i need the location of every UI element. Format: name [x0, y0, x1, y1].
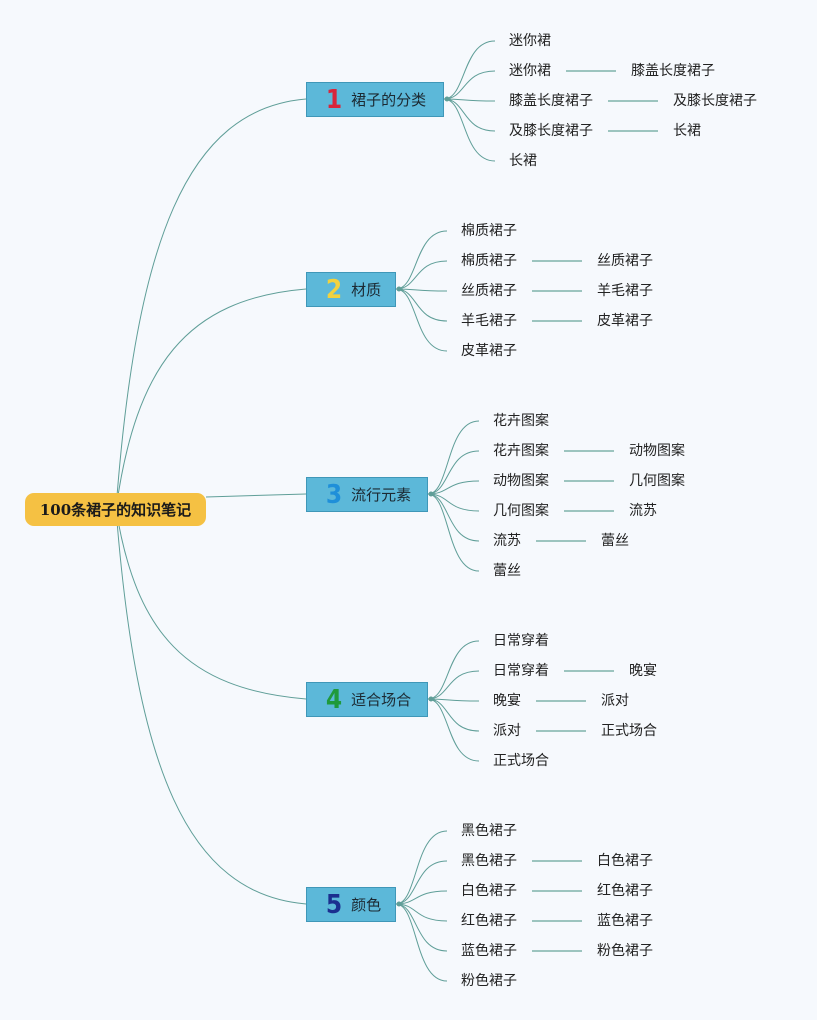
- leaf-node[interactable]: 动物图案: [493, 473, 549, 489]
- leaf-node[interactable]: 花卉图案: [493, 413, 549, 429]
- branch-leaf-connector: [395, 230, 448, 290]
- branch-joint-dot: [396, 901, 402, 907]
- number-badge-2: 2: [325, 274, 343, 305]
- leaf-node[interactable]: 棉质裙子: [461, 223, 517, 239]
- leaf-node[interactable]: 及膝长度裙子: [509, 123, 593, 139]
- leaf-node[interactable]: 羊毛裙子: [461, 313, 517, 329]
- branch-leaf-connector: [427, 420, 480, 495]
- leaf-node[interactable]: 花卉图案: [493, 443, 549, 459]
- leaf-node[interactable]: 黑色裙子: [461, 823, 517, 839]
- branch-leaf-connector: [395, 860, 448, 905]
- branch-joint-dot: [428, 696, 434, 702]
- branch-leaf-connector: [427, 640, 480, 700]
- next-leaf-node[interactable]: 派对: [601, 693, 629, 709]
- branch-label: 流行元素: [351, 486, 412, 504]
- branch-leaf-connector: [427, 493, 480, 542]
- number-badge-4: 4: [325, 684, 343, 715]
- next-leaf-node[interactable]: 及膝长度裙子: [673, 93, 757, 109]
- next-leaf-node[interactable]: 粉色裙子: [597, 943, 653, 959]
- next-leaf-node[interactable]: 几何图案: [629, 473, 685, 489]
- next-leaf-node[interactable]: 长裙: [673, 123, 701, 139]
- leaf-node[interactable]: 丝质裙子: [461, 283, 517, 299]
- next-leaf-node[interactable]: 丝质裙子: [597, 253, 653, 269]
- branch-leaf-connector: [427, 493, 480, 572]
- leaf-node[interactable]: 红色裙子: [461, 913, 517, 929]
- leaf-node[interactable]: 几何图案: [493, 503, 549, 519]
- root-branch-connector: [205, 493, 307, 498]
- branch-label: 适合场合: [351, 691, 412, 709]
- branch-leaf-connector: [395, 903, 448, 952]
- branch-node-5[interactable]: 5 颜色: [306, 887, 396, 922]
- branch-leaf-connector: [443, 40, 496, 100]
- branch-joint-dot: [428, 491, 434, 497]
- root-branch-connector: [115, 508, 307, 905]
- branch-label: 材质: [351, 281, 382, 299]
- branch-leaf-connector: [443, 98, 496, 132]
- branch-leaf-connector: [427, 698, 480, 732]
- next-leaf-node[interactable]: 动物图案: [629, 443, 685, 459]
- number-badge-3: 3: [325, 479, 343, 510]
- root-title: 100条裙子的知识笔记: [39, 501, 192, 519]
- branch-label: 裙子的分类: [351, 91, 427, 109]
- leaf-node[interactable]: 蕾丝: [493, 563, 521, 579]
- branch-leaf-connector: [427, 670, 480, 700]
- leaf-node[interactable]: 流苏: [493, 533, 521, 549]
- branch-leaf-connector: [395, 288, 448, 352]
- leaf-node[interactable]: 派对: [493, 723, 521, 739]
- branch-leaf-connector: [427, 450, 480, 495]
- branch-node-3[interactable]: 3 流行元素: [306, 477, 428, 512]
- next-leaf-node[interactable]: 白色裙子: [597, 853, 653, 869]
- branch-node-2[interactable]: 2 材质: [306, 272, 396, 307]
- branch-leaf-connector: [427, 698, 480, 762]
- leaf-node[interactable]: 蓝色裙子: [461, 943, 517, 959]
- root-branch-connector: [115, 288, 307, 510]
- branch-leaf-connector: [443, 98, 496, 162]
- next-leaf-node[interactable]: 流苏: [629, 503, 657, 519]
- next-leaf-node[interactable]: 膝盖长度裙子: [631, 63, 715, 79]
- leaf-node[interactable]: 日常穿着: [493, 663, 549, 679]
- branch-node-1[interactable]: 1 裙子的分类: [306, 82, 444, 117]
- leaf-node[interactable]: 棉质裙子: [461, 253, 517, 269]
- leaf-node[interactable]: 长裙: [509, 153, 537, 169]
- branch-leaf-connector: [443, 70, 496, 100]
- root-node[interactable]: 100条裙子的知识笔记: [25, 493, 206, 526]
- leaf-node[interactable]: 黑色裙子: [461, 853, 517, 869]
- leaf-node[interactable]: 白色裙子: [461, 883, 517, 899]
- next-leaf-node[interactable]: 红色裙子: [597, 883, 653, 899]
- leaf-node[interactable]: 粉色裙子: [461, 973, 517, 989]
- leaf-node[interactable]: 晚宴: [493, 693, 521, 709]
- next-leaf-node[interactable]: 晚宴: [629, 663, 657, 679]
- branch-joint-dot: [396, 286, 402, 292]
- branch-leaf-connector: [395, 288, 448, 322]
- next-leaf-node[interactable]: 皮革裙子: [597, 313, 653, 329]
- next-leaf-node[interactable]: 蓝色裙子: [597, 913, 653, 929]
- leaf-node[interactable]: 正式场合: [493, 753, 549, 769]
- number-badge-5: 5: [325, 889, 343, 920]
- leaf-node[interactable]: 皮革裙子: [461, 343, 517, 359]
- leaf-node[interactable]: 迷你裙: [509, 33, 551, 49]
- branch-leaf-connector: [395, 260, 448, 290]
- number-badge-1: 1: [325, 84, 343, 115]
- branch-label: 颜色: [351, 896, 382, 914]
- next-leaf-node[interactable]: 蕾丝: [601, 533, 629, 549]
- branch-leaf-connector: [395, 903, 448, 982]
- leaf-node[interactable]: 膝盖长度裙子: [509, 93, 593, 109]
- branch-leaf-connector: [395, 830, 448, 905]
- next-leaf-node[interactable]: 羊毛裙子: [597, 283, 653, 299]
- leaf-node[interactable]: 迷你裙: [509, 63, 551, 79]
- root-branch-connector: [115, 508, 307, 700]
- branch-joint-dot: [444, 96, 450, 102]
- leaf-node[interactable]: 日常穿着: [493, 633, 549, 649]
- branch-node-4[interactable]: 4 适合场合: [306, 682, 428, 717]
- next-leaf-node[interactable]: 正式场合: [601, 723, 657, 739]
- root-branch-connector: [115, 98, 307, 510]
